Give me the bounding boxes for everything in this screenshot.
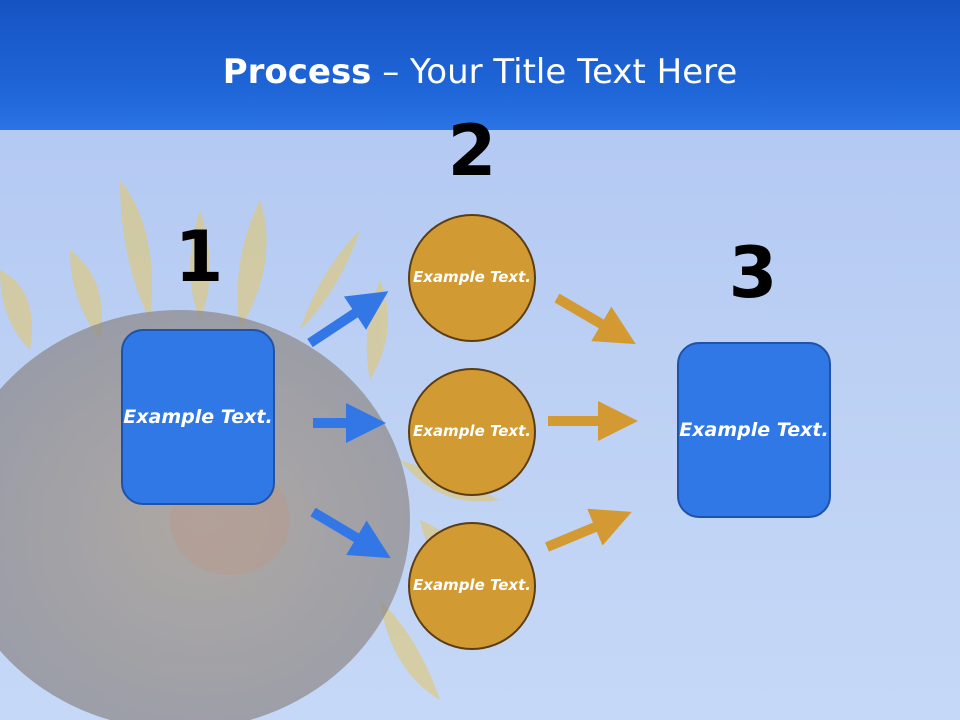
title-banner [0, 0, 960, 130]
title-rest: – Your Title Text Here [371, 52, 738, 92]
slide-title: Process – Your Title Text Here [0, 52, 960, 92]
arrow-top-to-right [554, 293, 636, 345]
step-number-2: 2 [447, 110, 497, 192]
arrow-bottom-to-right [545, 508, 632, 552]
step-number-1: 1 [174, 216, 224, 298]
left-process-box: Example Text. [121, 329, 275, 505]
title-bold: Process [222, 52, 372, 92]
step-number-3: 3 [728, 232, 778, 314]
circle-top: Example Text. [408, 214, 536, 342]
circle-middle: Example Text. [408, 368, 536, 496]
arrow-left-to-top [307, 291, 389, 348]
circle-bottom: Example Text. [408, 522, 536, 650]
arrow-left-to-bottom [310, 507, 391, 559]
right-process-box: Example Text. [677, 342, 831, 518]
